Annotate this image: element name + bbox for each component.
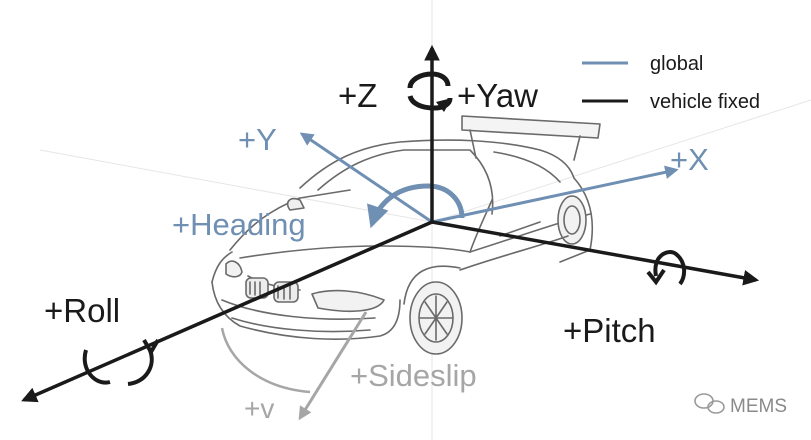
- v-label: +v: [244, 393, 274, 424]
- legend-vehicle-label: vehicle fixed: [650, 91, 760, 113]
- pitch-axis-arrow: [431, 220, 760, 286]
- roll-axis-arrow: [21, 220, 433, 403]
- sideslip-group: [220, 311, 368, 421]
- yaw-label: +Yaw: [457, 77, 538, 114]
- heading-label: +Heading: [172, 207, 306, 242]
- pitch-rotation-icon: [646, 250, 687, 286]
- heading-arc: [367, 183, 465, 229]
- wechat-icon: [694, 393, 725, 414]
- y-label: +Y: [238, 122, 277, 157]
- roll-label: +Roll: [44, 292, 120, 329]
- watermark: MEMS: [694, 393, 787, 417]
- legend-global-label: global: [650, 53, 703, 75]
- roll-rotation-icon: [82, 338, 160, 386]
- global-axes: [299, 132, 679, 229]
- watermark-label: MEMS: [730, 396, 787, 417]
- vehicle-axes: [21, 44, 760, 403]
- v-axis-arrow: [298, 311, 368, 421]
- x-label: +X: [670, 142, 709, 177]
- pitch-label: +Pitch: [563, 312, 656, 349]
- sideslip-label: +Sideslip: [350, 358, 477, 393]
- sideslip-arc: [220, 327, 311, 394]
- z-label: +Z: [338, 77, 377, 114]
- yaw-rotation-icon: [407, 71, 453, 112]
- global-x-axis-arrow: [431, 165, 679, 224]
- global-y-axis-arrow: [299, 132, 433, 224]
- legend: global vehicle fixed: [582, 53, 760, 113]
